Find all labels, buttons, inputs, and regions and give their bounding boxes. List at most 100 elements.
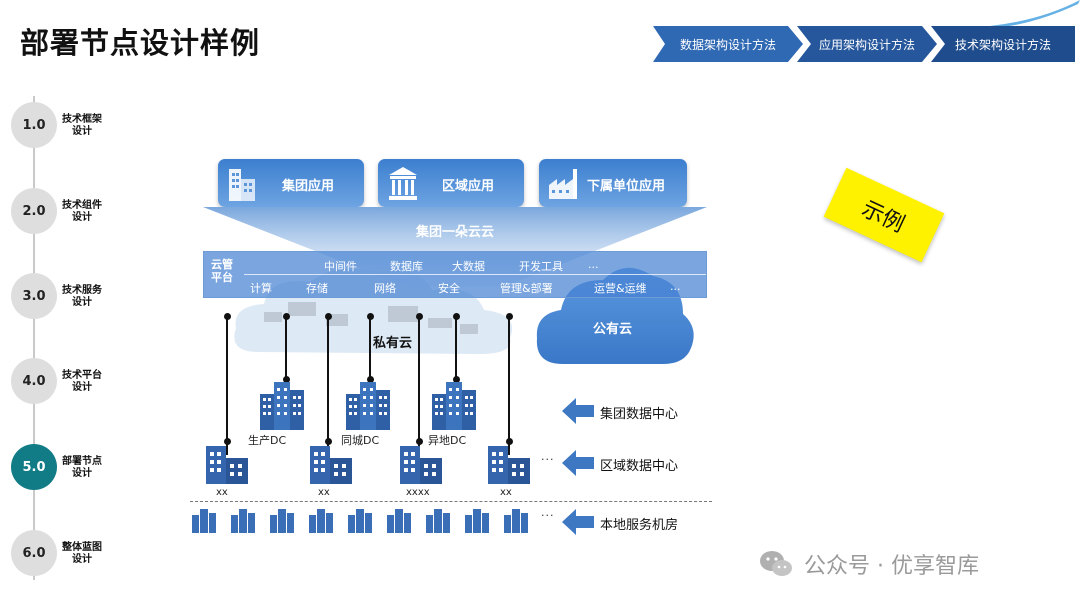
step-label: 整体蓝图设计	[62, 542, 102, 565]
step-6[interactable]: 6.0 整体蓝图设计	[11, 530, 121, 576]
government-building-icon	[389, 167, 417, 200]
step-2[interactable]: 2.0 技术组件设计	[11, 188, 121, 234]
step-number: 1.0	[11, 102, 57, 148]
region-label: xx	[500, 487, 512, 498]
left-arrow-icon	[562, 450, 594, 476]
tier-label: 本地服务机房	[600, 518, 679, 533]
server-room-icons	[192, 509, 528, 533]
platform-item: 管理&部署	[500, 282, 553, 295]
connector-dot	[325, 313, 332, 320]
region-label: xxxx	[406, 487, 430, 498]
connector-dot	[506, 438, 513, 445]
app-box-group: 集团应用	[218, 159, 364, 207]
building-icon	[488, 446, 530, 484]
region-label: xx	[216, 487, 228, 498]
connector-dot	[367, 313, 374, 320]
step-label: 技术服务设计	[62, 285, 102, 308]
building-icon	[260, 382, 304, 430]
tier-label: 区域数据中心	[600, 459, 679, 474]
region-label: xx	[318, 487, 330, 498]
step-3[interactable]: 3.0 技术服务设计	[11, 273, 121, 319]
connector-dot	[224, 313, 231, 320]
connector-dot	[416, 313, 423, 320]
building-icon	[206, 446, 248, 484]
connector-line	[508, 317, 510, 455]
step-number: 5.0	[11, 444, 57, 490]
platform-item: ...	[588, 258, 599, 271]
watermark-text: 公众号 · 优享智库	[804, 554, 979, 579]
factory-icon	[549, 169, 577, 199]
more-ellipsis: ...	[541, 450, 555, 463]
connector-dot	[224, 438, 231, 445]
breadcrumb: 数据架构设计方法 应用架构设计方法 技术架构设计方法	[653, 26, 1075, 62]
platform-item: 计算	[250, 282, 272, 295]
connector-line	[455, 317, 457, 379]
connector-dot	[283, 376, 290, 383]
step-number: 3.0	[11, 273, 57, 319]
dc-label: 生产DC	[248, 434, 287, 447]
step-number: 6.0	[11, 530, 57, 576]
connector-line	[418, 317, 420, 455]
platform-item: 网络	[374, 282, 396, 295]
platform-item: 运营&运维	[594, 282, 647, 295]
watermark: 公众号 · 优享智库	[758, 548, 979, 580]
public-cloud-label: 公有云	[593, 322, 633, 337]
left-arrow-icon	[562, 398, 594, 424]
app-box-region: 区域应用	[378, 159, 524, 207]
cloud-main-label: 集团一朵云云	[415, 225, 494, 240]
app-box-subsidiary: 下属单位应用	[539, 159, 687, 207]
dc-label: 异地DC	[428, 434, 467, 447]
step-5-active[interactable]: 5.0 部署节点设计	[11, 444, 121, 490]
connector-dot	[367, 376, 374, 383]
step-4[interactable]: 4.0 技术平台设计	[11, 358, 121, 404]
building-icon	[432, 382, 476, 430]
app-label: 集团应用	[282, 179, 335, 194]
building-icon	[346, 382, 390, 430]
connector-dot	[506, 313, 513, 320]
connector-dot	[325, 438, 332, 445]
platform-item: 数据库	[390, 260, 423, 273]
cloud-funnel	[203, 207, 707, 287]
platform-item: 开发工具	[519, 260, 563, 273]
platform-divider	[244, 274, 706, 275]
sample-tag: 示例	[823, 167, 945, 263]
step-number: 2.0	[11, 188, 57, 234]
platform-item: ...	[670, 280, 681, 293]
more-ellipsis: ...	[541, 506, 555, 519]
step-1[interactable]: 1.0 技术框架设计	[11, 102, 121, 148]
office-building-icon	[229, 169, 255, 201]
building-icon	[400, 446, 442, 484]
private-cloud-label: 私有云	[373, 336, 413, 351]
crumb-tech-architecture[interactable]: 技术架构设计方法	[931, 26, 1075, 62]
connector-line	[226, 317, 228, 455]
connector-line	[285, 317, 287, 379]
step-label: 部署节点设计	[62, 456, 102, 479]
tier-label: 集团数据中心	[600, 407, 679, 422]
step-label: 技术平台设计	[62, 370, 102, 393]
connector-line	[369, 317, 371, 379]
dashed-divider	[190, 501, 712, 502]
page-title: 部署节点设计样例	[20, 26, 261, 60]
connector-dot	[453, 313, 460, 320]
connector-line	[327, 317, 329, 455]
step-number: 4.0	[11, 358, 57, 404]
connector-dot	[416, 438, 423, 445]
connector-dot	[283, 313, 290, 320]
platform-label: 云管平台	[211, 258, 233, 284]
platform-item: 中间件	[324, 260, 357, 273]
step-label: 技术框架设计	[62, 114, 102, 137]
connector-dot	[453, 376, 460, 383]
platform-item: 安全	[438, 282, 460, 295]
dc-label: 同城DC	[341, 434, 380, 447]
platform-item: 大数据	[452, 260, 485, 273]
cloud-management-platform: 云管平台 中间件 数据库 大数据 开发工具 ... 计算 存储 网络 安全 管理…	[203, 251, 707, 298]
wechat-icon	[760, 551, 792, 576]
left-arrow-icon	[562, 509, 594, 535]
building-icon	[310, 446, 352, 484]
corner-swoosh-decoration	[990, 0, 1080, 28]
timeline-line	[33, 96, 35, 580]
app-label: 下属单位应用	[587, 179, 666, 194]
crumb-app-architecture[interactable]: 应用架构设计方法	[797, 26, 937, 62]
crumb-data-architecture[interactable]: 数据架构设计方法	[653, 26, 803, 62]
step-label: 技术组件设计	[62, 200, 102, 223]
